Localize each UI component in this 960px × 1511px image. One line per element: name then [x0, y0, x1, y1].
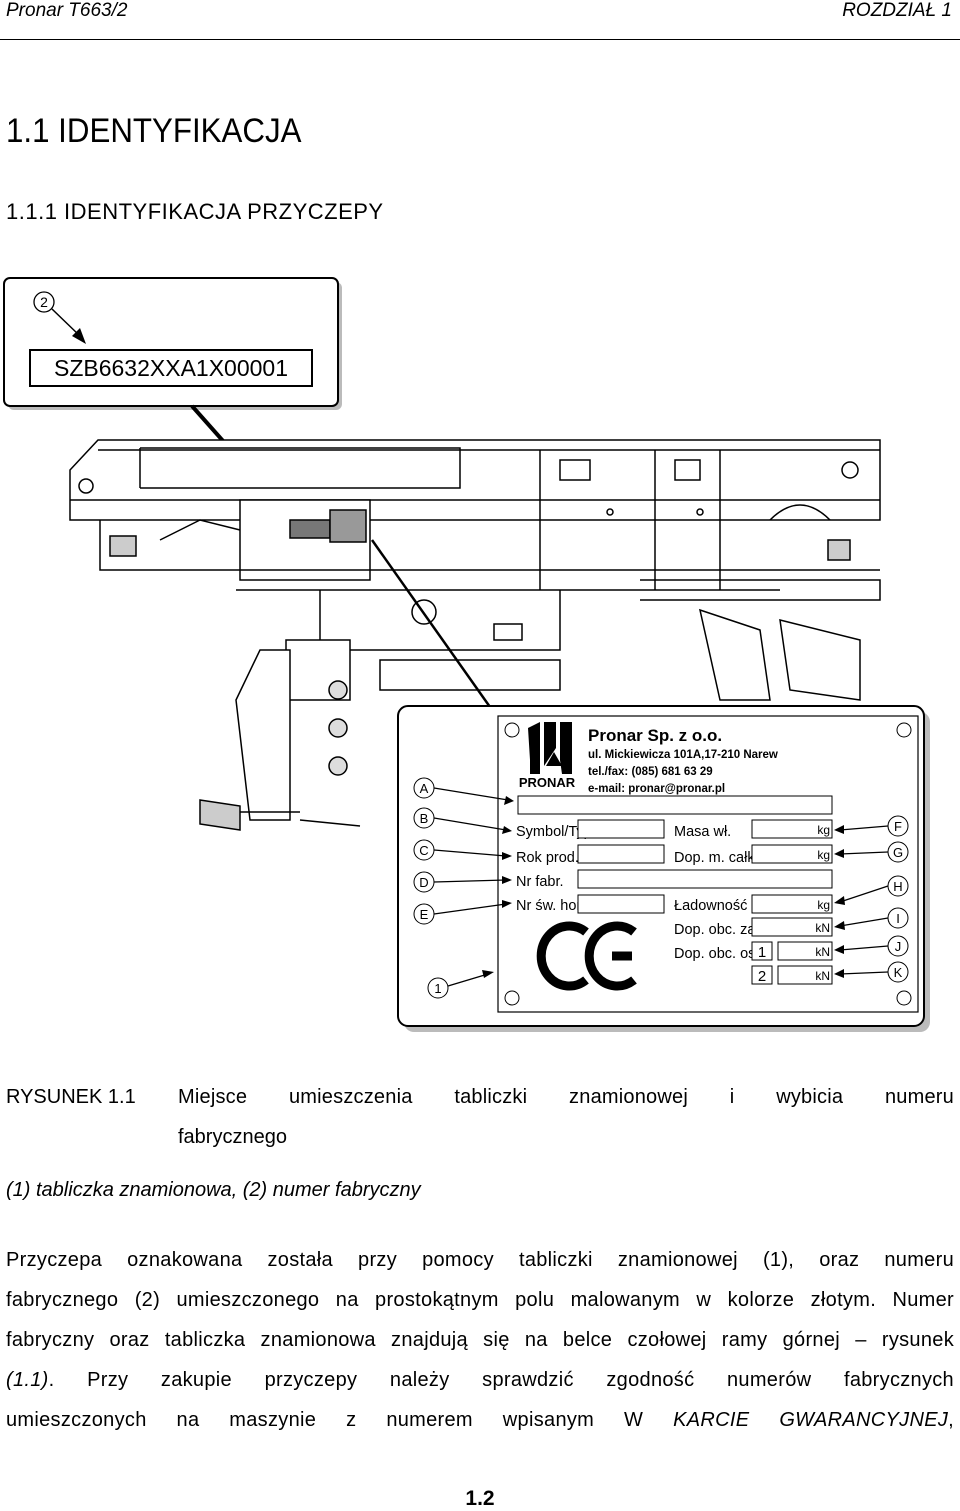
callout-b: B: [420, 811, 429, 826]
axle-number: 1: [758, 944, 766, 961]
header-doc-title: Pronar T663/2: [6, 0, 128, 21]
unit: kg: [817, 898, 830, 912]
paragraph-line: Przyczepa oznakowana została przy pomocy…: [6, 1249, 954, 1271]
paragraph-line: (1.1). Przy zakupie przyczepy należy spr…: [6, 1360, 954, 1400]
left-callouts: A B C D E 1: [413, 777, 449, 999]
label-symbol-typ: Symbol/Typ: [516, 824, 592, 840]
nameplate: PRONAR Pronar Sp. z o.o. ul. Mickiewicza…: [397, 705, 930, 1032]
figure-legend: (1) tabliczka znamionowa, (2) numer fabr…: [6, 1179, 421, 1201]
paragraph-line-text: . Przy zakupie przyczepy należy sprawdzi…: [48, 1369, 954, 1391]
plate-right-labels: Masa wł. Dop. m. całk. Ładowność Dop. ob…: [674, 824, 770, 962]
paragraph-line-text: umieszczonych na maszynie z numerem wpis…: [6, 1409, 674, 1431]
callout-1: 1: [434, 981, 441, 996]
axle-number: 2: [758, 968, 766, 985]
right-callouts: F G H I J K: [887, 815, 909, 983]
unit: kN: [815, 945, 830, 959]
figure-title-continued: fabrycznego: [178, 1126, 287, 1148]
plate-rivet: [896, 722, 912, 738]
body-paragraph: Przyczepa oznakowana została przy pomocy…: [6, 1240, 954, 1440]
label-dop-obc-zacz: Dop. obc. zacz: [674, 922, 770, 938]
logo-text: PRONAR: [519, 775, 576, 790]
field-nr-fabr: [577, 869, 833, 889]
header-chapter: ROZDZIAŁ 1: [842, 0, 952, 21]
callout-d: D: [419, 875, 428, 890]
label-dop-obc-osi: Dop. obc. osi: [674, 946, 759, 962]
callout-e: E: [420, 907, 429, 922]
label-masa-wl: Masa wł.: [674, 824, 731, 840]
callout-h: H: [893, 879, 902, 894]
paragraph-line-text: ,: [948, 1409, 954, 1431]
unit: kN: [815, 969, 830, 983]
field-axle-1-num: [751, 941, 773, 961]
unit: kN: [815, 921, 830, 935]
header-divider: [0, 39, 960, 40]
unit: kg: [817, 848, 830, 862]
callout-j: J: [895, 939, 902, 954]
plate-email: e-mail: pronar@pronar.pl: [588, 783, 725, 795]
callout-k: K: [894, 965, 903, 980]
field-axle-2: [777, 965, 833, 985]
label-ladownosc: Ładowność: [674, 898, 747, 914]
unit: kg: [817, 823, 830, 837]
callout-c: C: [419, 843, 428, 858]
callout-2: [33, 291, 55, 313]
callout-2-label: 2: [40, 294, 48, 310]
callout-i: I: [896, 911, 900, 926]
paragraph-line: fabrycznego (2) umieszczonego na prostok…: [6, 1289, 954, 1311]
plate-address: ul. Mickiewicza 101A,17-210 Narew: [588, 749, 778, 761]
callout-f: F: [894, 819, 902, 834]
serial-number: SZB6632XXA1X00001: [54, 355, 288, 381]
field-axle-1: [777, 941, 833, 961]
label-dop-m-calk: Dop. m. całk.: [674, 850, 759, 866]
callout-a: A: [420, 781, 429, 796]
plate-company: Pronar Sp. z o.o.: [588, 726, 722, 745]
field-symbol-typ: [577, 819, 665, 839]
figure-title: Miejsce umieszczenia tabliczki znamionow…: [178, 1086, 954, 1108]
trailer-identification-figure: 2 SZB6632XXA1X00001: [3, 277, 930, 1032]
figure-label: RYSUNEK 1.1: [6, 1086, 136, 1108]
paragraph-line: fabryczny oraz tabliczka znamionowa znaj…: [6, 1329, 954, 1351]
plate-field-top: [517, 795, 833, 815]
figure-reference: (1.1): [6, 1369, 49, 1391]
field-dop-m-calk: [751, 844, 833, 864]
left-callout-leaders: [433, 787, 509, 987]
plate-left-labels: Symbol/Typ Rok prod. Nr fabr. Nr św. hom…: [516, 824, 593, 914]
field-axle-2-num: [751, 965, 773, 985]
field-nr-sw-hom: [577, 894, 665, 914]
plate-rivet: [896, 990, 912, 1006]
ce-mark-icon: [536, 921, 637, 991]
plate-units: kg kg kg kN kN kN: [815, 823, 830, 983]
callout-g: G: [893, 845, 903, 860]
warranty-card-reference: KARCIE GWARANCYJNEJ: [673, 1409, 949, 1431]
serial-number-box: 2 SZB6632XXA1X00001: [3, 277, 342, 410]
plate-phone: tel./fax: (085) 681 63 29: [588, 766, 713, 778]
page-number: 1.2: [465, 1487, 495, 1510]
field-rok-prod: [577, 844, 665, 864]
section-title: 1.1 IDENTYFIKACJA: [6, 112, 302, 150]
pronar-logo: PRONAR: [519, 722, 576, 790]
subsection-title: 1.1.1 IDENTYFIKACJA PRZYCZEPY: [6, 199, 384, 224]
plate-rivet: [504, 990, 520, 1006]
field-masa-wl: [751, 819, 833, 839]
field-ladownosc: [751, 894, 833, 914]
field-dop-obc-zacz: [751, 917, 833, 937]
trailer-frame-drawing: [69, 439, 881, 831]
right-callout-leaders: [839, 825, 889, 975]
label-rok-prod: Rok prod.: [516, 850, 579, 866]
label-nr-sw-hom: Nr św. hom.: [516, 898, 593, 914]
plate-rivet: [504, 722, 520, 738]
serial-number-field: [29, 349, 313, 387]
label-nr-fabr: Nr fabr.: [516, 874, 564, 890]
paragraph-line: umieszczonych na maszynie z numerem wpis…: [6, 1400, 954, 1440]
